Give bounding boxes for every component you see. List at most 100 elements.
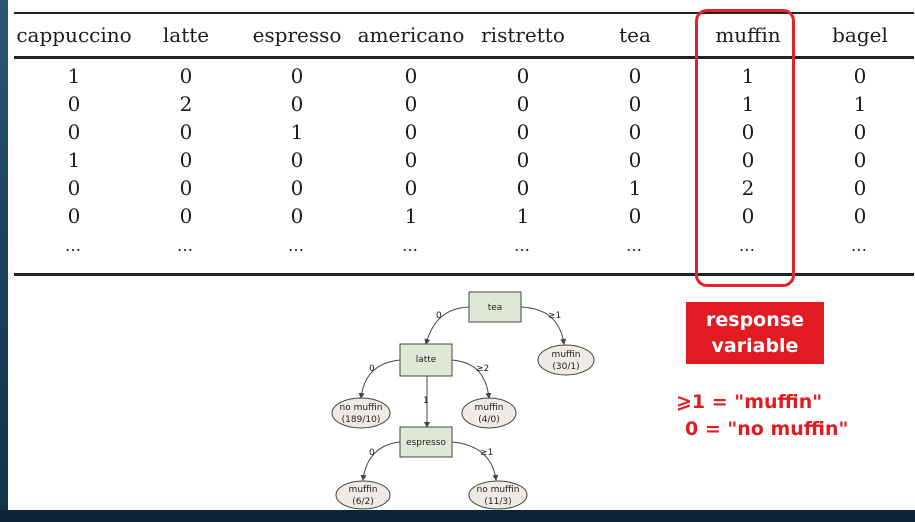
table-cell: 2: [179, 92, 193, 116]
column-header: bagel: [832, 23, 888, 47]
column-header: ristretto: [481, 23, 565, 47]
svg-text:latte: latte: [416, 355, 437, 365]
table-cell: 0: [853, 64, 867, 88]
edge-espresso-left: [360, 441, 401, 481]
table-ellipsis-row: ……………………: [14, 230, 914, 260]
tree-node-latte: latte: [399, 343, 453, 377]
edge-label: ≥2: [476, 364, 489, 374]
svg-text:muffin: muffin: [475, 403, 504, 413]
table-cell: 0: [290, 204, 304, 228]
table-cell: 0: [628, 148, 642, 172]
table-cell: 1: [67, 64, 81, 88]
tree-leaf-no-muffin: no muffin (189/10): [331, 397, 391, 429]
tree-node-espresso: espresso: [399, 426, 453, 458]
edge-label: 0: [369, 448, 375, 458]
edge-latte-right: [451, 359, 492, 399]
tree-leaf-no-muffin: no muffin (11/3): [468, 480, 528, 510]
table-cell: 0: [290, 64, 304, 88]
column-header: americano: [357, 23, 465, 47]
svg-text:espresso: espresso: [406, 438, 446, 448]
table-cell: 0: [290, 176, 304, 200]
table-cell: 0: [67, 204, 81, 228]
table-ellipsis-cell: …: [65, 235, 83, 255]
muffin-column-highlight: [695, 9, 795, 287]
table-cell: 0: [179, 120, 193, 144]
table-cell: 0: [628, 204, 642, 228]
callout-line: response: [706, 309, 804, 331]
table-ellipsis-cell: …: [177, 235, 195, 255]
table-ellipsis-cell: …: [626, 235, 644, 255]
table-cell: 1: [741, 92, 755, 116]
table-cell: 0: [404, 176, 418, 200]
column-header: cappuccino: [16, 23, 132, 47]
tree-leaf-muffin: muffin (6/2): [335, 480, 391, 510]
table-cell: 0: [628, 64, 642, 88]
slide: cappuccino latte espresso americano rist…: [8, 0, 915, 510]
table-cell: 1: [290, 120, 304, 144]
svg-text:no muffin: no muffin: [477, 485, 520, 495]
table-row: 0 2 0 0 0 0 1 1: [14, 90, 914, 118]
tree-leaf-muffin: muffin (4/0): [461, 397, 517, 429]
tree-leaf-muffin: muffin (30/1): [537, 344, 595, 376]
table-cell: 0: [741, 120, 755, 144]
table-cell: 1: [853, 92, 867, 116]
table-cell: 0: [404, 64, 418, 88]
svg-text:(11/3): (11/3): [484, 497, 511, 507]
table-cell: 0: [516, 148, 530, 172]
svg-text:muffin: muffin: [552, 350, 581, 360]
table-cell: 0: [516, 120, 530, 144]
response-variable-callout: response variable: [686, 302, 824, 364]
column-header: tea: [619, 23, 651, 47]
table-cell: 0: [404, 148, 418, 172]
edge-label: 0: [436, 311, 442, 321]
table-cell: 0: [853, 204, 867, 228]
svg-text:(6/2): (6/2): [352, 497, 374, 507]
table-cell: 1: [516, 204, 530, 228]
table-cell: 0: [628, 92, 642, 116]
table-cell: 0: [853, 120, 867, 144]
table-bottom-rule: [14, 273, 914, 276]
edge-label: ≥1: [548, 311, 561, 321]
table-cell: 0: [67, 120, 81, 144]
svg-text:(30/1): (30/1): [552, 362, 579, 372]
table-ellipsis-cell: …: [851, 235, 869, 255]
svg-text:(189/10): (189/10): [342, 415, 381, 425]
callout-line: variable: [711, 335, 799, 357]
table-cell: 0: [628, 120, 642, 144]
slide-frame-bottom: [0, 510, 915, 522]
table-header-row: cappuccino latte espresso americano rist…: [14, 14, 914, 56]
table-ellipsis-cell: …: [402, 235, 420, 255]
table-cell: 0: [290, 148, 304, 172]
edge-label: ≥1: [480, 448, 493, 458]
edge-label: 0: [369, 364, 375, 374]
table-cell: 0: [67, 92, 81, 116]
tree-node-tea: tea: [468, 291, 522, 323]
table-cell: 0: [404, 92, 418, 116]
column-header: muffin: [715, 23, 781, 47]
table-cell: 1: [628, 176, 642, 200]
table-cell: 0: [179, 204, 193, 228]
table-cell: 1: [404, 204, 418, 228]
table-cell: 0: [290, 92, 304, 116]
table-row: 0 0 0 1 1 0 0 0: [14, 202, 914, 230]
table-header-rule: [14, 56, 914, 59]
svg-text:muffin: muffin: [349, 485, 378, 495]
edge-tea-left: [424, 306, 470, 345]
table-cell: 0: [741, 204, 755, 228]
edge-label: 1: [423, 396, 429, 406]
column-header: latte: [162, 23, 210, 47]
data-table: cappuccino latte espresso americano rist…: [14, 14, 914, 260]
table-cell: 0: [853, 176, 867, 200]
table-cell: 2: [741, 176, 755, 200]
table-cell: 0: [516, 92, 530, 116]
table-ellipsis-cell: …: [288, 235, 306, 255]
slide-frame-left: [0, 0, 8, 522]
table-top-rule: [14, 12, 914, 14]
table-cell: 0: [67, 176, 81, 200]
table-cell: 0: [516, 176, 530, 200]
table-cell: 0: [516, 64, 530, 88]
table-ellipsis-cell: …: [739, 235, 757, 255]
